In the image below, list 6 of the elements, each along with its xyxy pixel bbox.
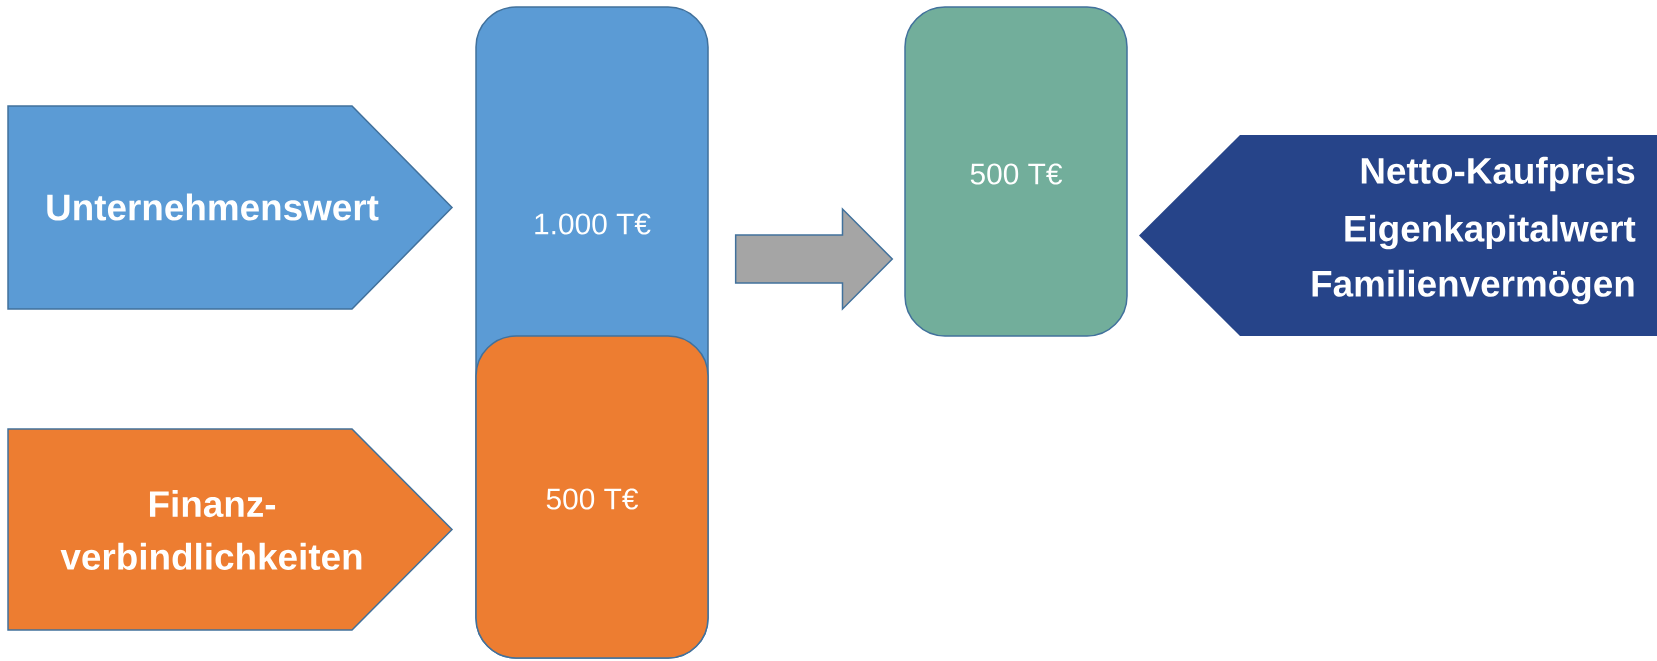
- arrow-banner: Finanz- verbindlichkeiten: [7, 428, 454, 631]
- arrow-banner: Netto-Kaufpreis Eigenkapitalwert Familienvermögen: [1139, 135, 1657, 336]
- arrow-banner: Unternehmenswert: [7, 105, 454, 310]
- value-bar: 500 T€: [904, 6, 1128, 337]
- block-arrow: [734, 207, 894, 311]
- value-bar: 500 T€: [475, 335, 709, 659]
